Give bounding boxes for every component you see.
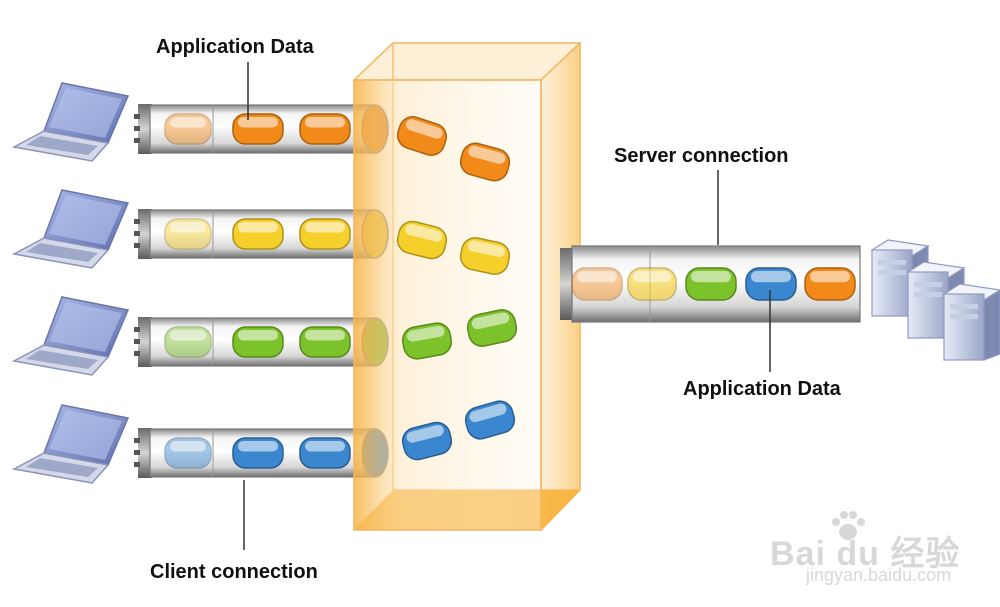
data-packet <box>804 267 856 301</box>
tube-end-cap <box>138 428 152 478</box>
tube-end-cap <box>560 248 574 320</box>
label-server-connection: Server connection <box>614 145 789 167</box>
data-packet <box>459 142 511 182</box>
data-packet <box>627 267 677 301</box>
label-client-connection: Client connection <box>150 561 318 583</box>
callout-lines <box>243 62 771 550</box>
data-packet <box>164 113 212 145</box>
data-packet <box>466 309 518 347</box>
data-packet <box>164 218 212 250</box>
data-packet <box>464 400 516 440</box>
data-packet <box>685 267 737 301</box>
laptops <box>11 82 130 484</box>
client-tube <box>134 428 389 478</box>
data-packet <box>299 113 351 145</box>
data-packet <box>571 267 623 301</box>
label-application-data-bottom: Application Data <box>683 378 841 400</box>
tube-end-cap <box>138 317 152 367</box>
data-packet <box>401 322 453 360</box>
proxy-box-front <box>353 79 542 531</box>
data-packet <box>396 116 448 156</box>
servers <box>870 239 1000 361</box>
data-packet <box>232 218 284 250</box>
client-tubes <box>134 104 389 478</box>
laptop-icon <box>11 189 130 269</box>
data-packet <box>401 421 453 461</box>
laptop-icon <box>11 82 130 162</box>
watermark-url: jingyan.baidu.com <box>806 565 952 585</box>
data-packet <box>164 437 212 469</box>
data-packet <box>459 237 511 275</box>
tube-end-cap <box>138 104 152 154</box>
server-tube <box>560 245 861 323</box>
data-packet <box>299 437 351 469</box>
tube-end-cap <box>138 209 152 259</box>
client-tube <box>134 104 389 154</box>
floating-packets <box>396 116 518 461</box>
data-packet <box>299 218 351 250</box>
client-tube <box>134 317 389 367</box>
data-packet <box>232 437 284 469</box>
laptop-icon <box>11 296 130 376</box>
laptop-icon <box>11 404 130 484</box>
watermark-logo: Bai du 经验 <box>770 535 961 573</box>
data-packet <box>164 326 212 358</box>
data-packet <box>232 113 284 145</box>
paw-icon <box>832 511 865 540</box>
data-packet <box>396 220 448 260</box>
data-packet <box>299 326 351 358</box>
data-packet <box>745 267 797 301</box>
client-tube <box>134 209 389 259</box>
data-packet <box>232 326 284 358</box>
label-application-data-top: Application Data <box>156 36 314 58</box>
server-icon <box>942 283 1000 361</box>
